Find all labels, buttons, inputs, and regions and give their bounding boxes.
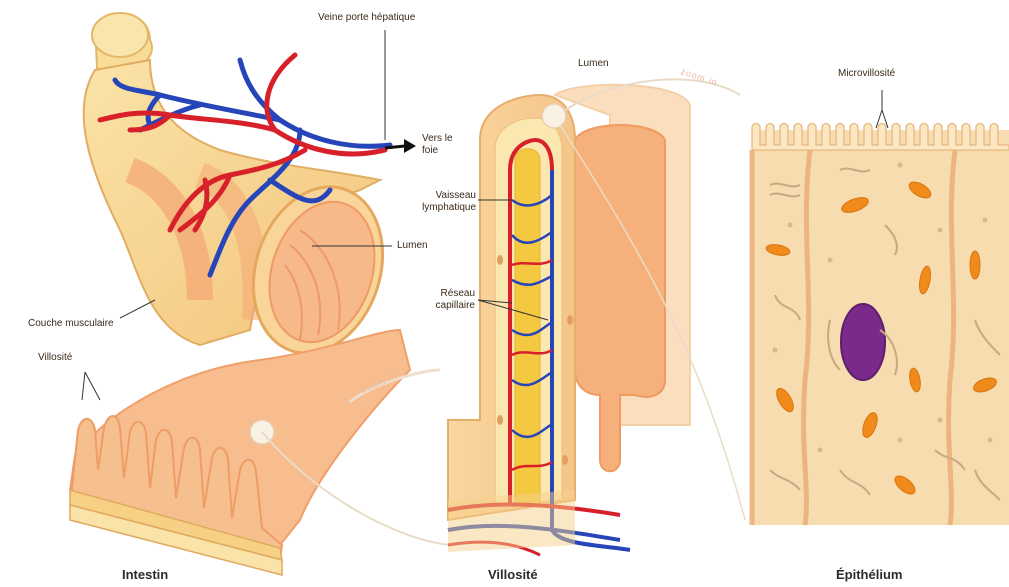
label-portal-vein: Veine porte hépatique [318, 12, 415, 24]
label-capillary-network: Réseau capillaire [405, 288, 475, 312]
caption-epithelium: Épithélium [836, 567, 902, 582]
nucleus [841, 304, 885, 380]
intestine-top-opening [92, 13, 148, 57]
label-lymph-vessel: Vaisseau lymphatique [404, 190, 476, 214]
villus-panel [448, 85, 690, 555]
label-villus-small: Villosité [38, 352, 72, 364]
label-lumen-intestine: Lumen [397, 240, 428, 252]
label-to-liver: Vers le foie [422, 133, 462, 157]
zoom-target-villus [542, 104, 566, 128]
intestine-panel [70, 13, 416, 575]
to-liver-arrow-line [385, 146, 405, 148]
caption-villus: Villosité [488, 567, 538, 582]
lymph-vessel [515, 149, 540, 505]
label-muscle-layer: Couche musculaire [28, 318, 114, 330]
caption-intestine: Intestin [122, 567, 168, 582]
label-microvillus: Microvillosité [838, 68, 895, 80]
label-lumen-villus: Lumen [578, 58, 609, 70]
to-liver-arrowhead [404, 139, 416, 153]
epithelium-panel [752, 90, 1009, 525]
